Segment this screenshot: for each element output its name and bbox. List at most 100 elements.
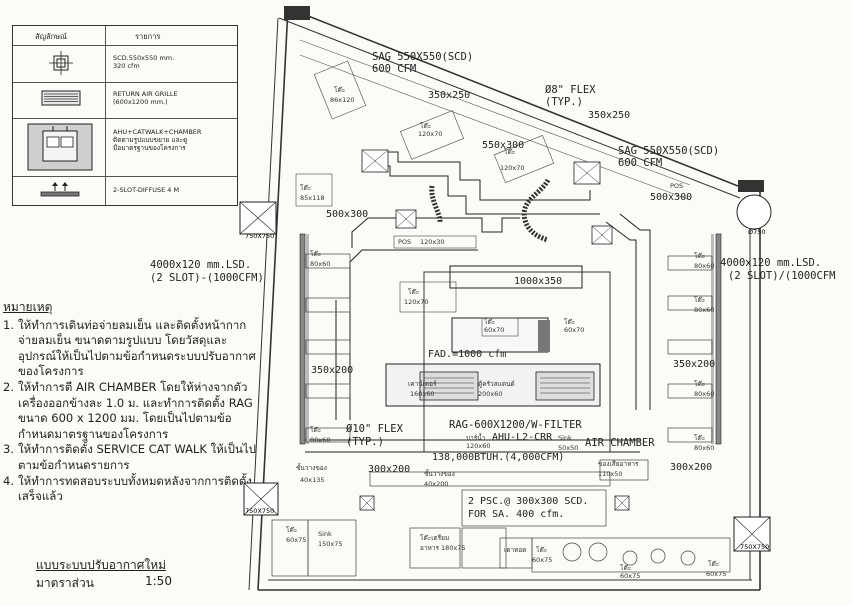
sag-top-line2: 600 CFM (372, 63, 416, 75)
flex-bottom-line2: (TYP.) (346, 436, 384, 448)
duct-550x300: 550x300 (482, 140, 524, 151)
svg-text:120x60: 120x60 (466, 442, 491, 450)
legend-scd-line1: SCD.550x550 mm. (113, 54, 175, 62)
lsd-left-line1: 4000x120 mm.LSD. (150, 259, 251, 271)
svg-text:โต๊ะ: โต๊ะ (620, 564, 631, 572)
slot-diffuser-left (299, 233, 309, 445)
psc-line1: 2 PSC.@ 300x300 SCD. (468, 496, 588, 507)
lsd-right-line1: 4000x120 mm.LSD. (720, 257, 821, 269)
slot-diffuser-right (711, 233, 722, 445)
svg-text:โต๊ะ: โต๊ะ (420, 122, 431, 130)
svg-text:40x135: 40x135 (300, 476, 325, 484)
sag-right-line2: 600 CFM (618, 157, 662, 169)
legend-header-symbol: สัญลักษณ์ (35, 32, 68, 41)
svg-text:โต๊ะ: โต๊ะ (694, 252, 705, 260)
duct-300x200-a: 300x200 (368, 464, 410, 475)
psc-line2: FOR SA. 400 cfm. (468, 509, 564, 520)
legend-ahu-line2: ติดตามรูปแบบขยาย และดู (113, 136, 188, 144)
svg-text:750X750: 750X750 (740, 543, 769, 551)
flex-top-line2: (TYP.) (545, 96, 583, 108)
flex-duct (429, 178, 551, 243)
return-air-grille-icon (41, 90, 81, 106)
table-group-left (305, 253, 351, 443)
svg-text:เคาน์เตอร์: เคาน์เตอร์ (408, 380, 437, 388)
column-round: Ø750 (736, 194, 772, 236)
table-120x70-b (493, 134, 555, 184)
svg-text:โต๊ะ: โต๊ะ (694, 434, 705, 442)
scale-value: 1:50 (145, 574, 172, 588)
duct-1000x350: 1000x350 (514, 276, 562, 287)
supply-duct (305, 151, 651, 453)
svg-text:80x60: 80x60 (694, 306, 714, 314)
svg-text:150x75: 150x75 (318, 540, 343, 548)
legend-divider (105, 26, 106, 205)
duct-350x250-b: 350x250 (588, 110, 630, 121)
svg-text:80x60: 80x60 (694, 444, 714, 452)
duct-500x300-a: 500x300 (326, 209, 368, 220)
svg-text:40x200: 40x200 (424, 480, 449, 488)
drawing-title: แบบระบบปรับอากาศใหม่ (36, 558, 167, 572)
table-group-right (667, 255, 713, 443)
svg-text:อาหาร 180x75: อาหาร 180x75 (420, 544, 466, 552)
duct-350x250-a: 350x250 (428, 90, 470, 101)
ahu-chamber (385, 317, 601, 407)
lsd-left-line2: (2 SLOT)-(1000CFM) (150, 272, 264, 284)
air-chamber-outline (423, 271, 611, 453)
svg-text:60x70: 60x70 (484, 326, 504, 334)
flex-bottom-line1: Ø10" FLEX (346, 423, 404, 435)
notes-block: หมายเหตุ 1.ให้ทำการเดินท่อจ่ายลมเย็น และ… (3, 300, 265, 505)
svg-text:โต๊ะ: โต๊ะ (408, 288, 419, 296)
legend-ahu-line3: มือมาตรฐานของโครงการ (113, 144, 186, 152)
sag-right-line1: SAG 550X550(SCD) (618, 145, 719, 157)
kitchen-counters (271, 459, 731, 577)
window-band (299, 39, 691, 201)
svg-text:ตู้ครัวสแตนด์: ตู้ครัวสแตนด์ (478, 380, 515, 388)
svg-text:120x30: 120x30 (420, 238, 445, 246)
svg-text:โต๊ะ: โต๊ะ (504, 148, 515, 156)
table-85x118 (295, 173, 333, 207)
svg-text:120x70: 120x70 (418, 130, 443, 138)
scale-label: มาตราส่วน (36, 576, 94, 590)
stove-burners (562, 542, 696, 566)
duct-500x300-b: 500x300 (650, 192, 692, 203)
svg-text:POS: POS (670, 182, 683, 190)
svg-text:750X750: 750X750 (245, 232, 274, 240)
ahu-label-line2: 138,000BTUH.(4,000CFM) (432, 452, 564, 463)
sag-top-line1: SAG 550X550(SCD) (372, 51, 473, 63)
note-item-4: 4.ให้ทำการทดสอบระบบทั้งหมดหลังจากการติดต… (3, 473, 252, 504)
svg-text:โต๊ะ: โต๊ะ (286, 526, 297, 534)
legend-table: สัญลักษณ์ รายการ SCD.550x550 mm. 320 cfm… (12, 25, 238, 206)
legend-scd-line2: 320 cfm (113, 62, 140, 70)
svg-text:โต๊ะ: โต๊ะ (310, 250, 321, 258)
svg-text:60x70: 60x70 (564, 326, 584, 334)
scd-diffuser-icon (49, 51, 73, 75)
rag-label: RAG-600X1200/W-FILTER (449, 419, 582, 431)
duct-300x200-b: 300x200 (670, 462, 712, 473)
corner-column-right (738, 180, 764, 192)
svg-text:โต๊ะ: โต๊ะ (708, 560, 719, 568)
legend-ahu-line1: AHU+CATWALK+CHAMBER (113, 128, 202, 136)
notes-title: หมายเหตุ (3, 300, 53, 314)
note-item-1: 1.ให้ทำการเดินท่อจ่ายลมเย็น และติดตั้งหน… (3, 317, 256, 379)
svg-text:60x75: 60x75 (532, 556, 552, 564)
svg-text:120x70: 120x70 (500, 164, 525, 172)
svg-text:POS: POS (398, 238, 411, 246)
flex-top-line1: Ø8" FLEX (545, 84, 596, 96)
legend-rag-line1: RETURN AIR GRILLE (113, 90, 178, 98)
plan-annotations: SAG 550X550(SCD) 600 CFM Ø8" FLEX (TYP.)… (150, 51, 835, 520)
legend-rag-line2: (600x1200 mm.) (113, 98, 168, 106)
table-86x120 (313, 60, 367, 120)
pos-counter (393, 235, 477, 249)
svg-text:110x50: 110x50 (598, 470, 623, 478)
svg-text:โต๊ะ: โต๊ะ (564, 318, 575, 326)
svg-text:โต๊ะ: โต๊ะ (694, 380, 705, 388)
svg-text:โต๊ะเตรียม: โต๊ะเตรียม (420, 534, 449, 542)
svg-text:โต๊ะ: โต๊ะ (484, 318, 495, 326)
svg-text:86x120: 86x120 (330, 96, 355, 104)
svg-text:โต๊ะ: โต๊ะ (694, 296, 705, 304)
svg-text:Sink: Sink (558, 434, 572, 442)
svg-text:160x60: 160x60 (410, 390, 435, 398)
svg-text:60x75: 60x75 (620, 572, 640, 580)
